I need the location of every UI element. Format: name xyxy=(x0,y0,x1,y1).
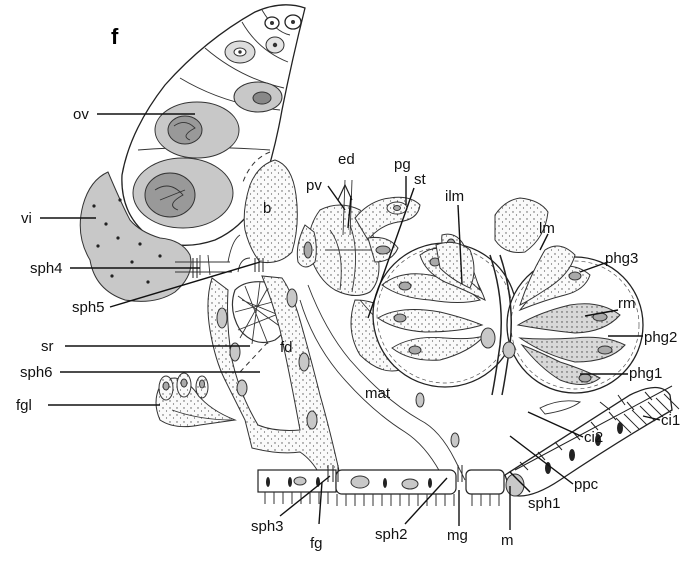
label-mat: mat xyxy=(365,385,391,402)
label-sph6: sph6 xyxy=(20,364,53,381)
label-fg: fg xyxy=(310,535,323,552)
ventral-body-wall xyxy=(257,465,505,506)
label-phg3: phg3 xyxy=(605,250,638,267)
panel-letter: f xyxy=(111,24,119,49)
female-glands xyxy=(155,372,237,428)
label-ppc: ppc xyxy=(574,476,599,493)
label-pg: pg xyxy=(394,156,411,173)
leader-lines xyxy=(40,113,661,530)
label-m: m xyxy=(501,532,514,549)
label-rm: rm xyxy=(618,295,636,312)
label-ci1: ci1 xyxy=(661,412,680,429)
label-phg2: phg2 xyxy=(644,329,677,346)
label-st: st xyxy=(414,171,427,188)
label-sph3: sph3 xyxy=(251,518,284,535)
label-fgl: fgl xyxy=(16,397,32,414)
label-sr: sr xyxy=(41,338,54,355)
label-ov: ov xyxy=(73,106,89,123)
labels: ov vi sph4 sph5 sr sph6 fgl b fd pv ed p… xyxy=(16,106,680,552)
female-duct xyxy=(207,275,341,476)
label-lm: lm xyxy=(539,220,555,237)
penis-complex xyxy=(296,179,421,296)
label-sph4: sph4 xyxy=(30,260,63,277)
label-ci2: ci2 xyxy=(584,429,603,446)
label-vi: vi xyxy=(21,210,32,227)
label-sph2: sph2 xyxy=(375,526,408,543)
label-sph5: sph5 xyxy=(72,299,105,316)
pharynx xyxy=(372,197,644,396)
label-sph1: sph1 xyxy=(528,495,561,512)
label-ilm: ilm xyxy=(445,188,464,205)
vitellarium xyxy=(79,171,192,302)
label-phg1: phg1 xyxy=(629,365,662,382)
label-fd: fd xyxy=(280,339,293,356)
label-pv: pv xyxy=(306,177,322,194)
label-mg: mg xyxy=(447,527,468,544)
label-ed: ed xyxy=(338,151,355,168)
label-b: b xyxy=(263,200,271,217)
